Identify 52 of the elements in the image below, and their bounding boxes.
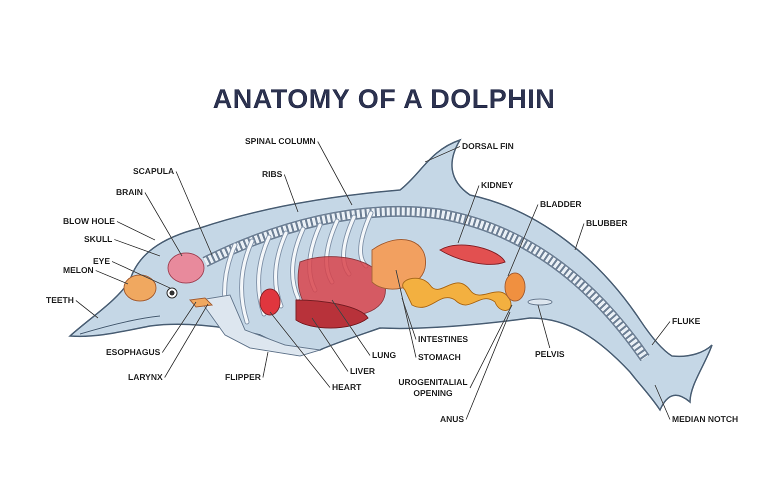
title: ANATOMY OF A DOLPHIN: [212, 84, 556, 115]
part-label: SCAPULA: [133, 166, 174, 177]
part-label: LIVER: [350, 366, 376, 377]
part-label: LUNG: [372, 350, 396, 361]
leader-line: [470, 304, 512, 388]
part-label: ESOPHAGUS: [106, 347, 160, 358]
part-label: TEETH: [46, 295, 74, 306]
leader-line: [402, 298, 416, 340]
leader-line: [176, 171, 212, 256]
leader-line: [270, 312, 330, 388]
part-label: BLOW HOLE: [63, 216, 115, 227]
leader-line: [262, 352, 268, 378]
leader-line: [144, 192, 182, 256]
leader-line: [396, 270, 416, 358]
part-label: HEART: [332, 382, 362, 393]
part-label: SKULL: [84, 234, 112, 245]
part-label: DORSAL FIN: [462, 141, 514, 152]
leader-line: [164, 304, 208, 378]
leader-line: [75, 300, 98, 318]
leader-line: [284, 174, 298, 212]
leader-line: [162, 302, 196, 353]
leader-line: [538, 304, 550, 348]
leader-line: [114, 239, 160, 256]
leader-line: [424, 146, 460, 162]
part-label: FLUKE: [672, 316, 700, 327]
part-label: MELON: [63, 265, 94, 276]
leader-line: [654, 384, 670, 420]
leader-line: [652, 321, 670, 346]
part-label: FLIPPER: [225, 372, 261, 383]
part-label: SPINAL COLUMN: [245, 136, 316, 147]
leader-line: [317, 141, 352, 206]
part-label: ANUS: [440, 414, 464, 425]
part-label: MEDIAN NOTCH: [672, 414, 738, 425]
leader-line: [466, 312, 510, 420]
leader-line: [574, 223, 584, 250]
part-label: BRAIN: [116, 187, 143, 198]
part-label: BLUBBER: [586, 218, 628, 229]
part-label: BLADDER: [540, 199, 582, 210]
leader-line: [116, 221, 156, 240]
part-label: KIDNEY: [481, 180, 514, 191]
part-label: PELVIS: [535, 349, 565, 360]
leader-line: [458, 185, 480, 244]
leader-line: [95, 270, 128, 284]
part-label: UROGENITALIAL OPENING: [398, 377, 468, 399]
part-label: EYE: [93, 256, 110, 267]
part-label: INTESTINES: [418, 334, 468, 345]
leader-line: [332, 300, 370, 356]
part-label: LARYNX: [128, 372, 163, 383]
part-label: STOMACH: [418, 352, 461, 363]
part-label: RIBS: [262, 169, 282, 180]
leader-line: [312, 318, 348, 372]
leader-line: [112, 261, 170, 288]
